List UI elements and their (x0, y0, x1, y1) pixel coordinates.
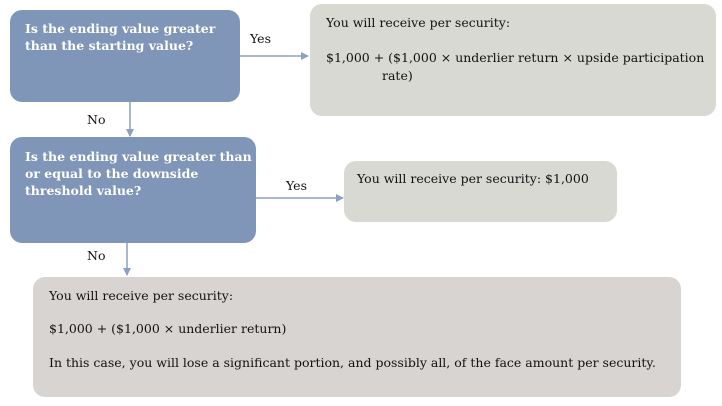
outcome-box-upside: You will receive per security: $1,000 + … (310, 4, 716, 116)
yes-label-2: Yes (286, 178, 307, 193)
yes-label-1: Yes (250, 31, 271, 46)
question-1-text: Is the ending value greater than the sta… (25, 21, 216, 53)
outcome-upside-formula-line1: $1,000 + ($1,000 × underlier return × up… (326, 50, 705, 65)
question-box-2: Is the ending value greater than or equa… (10, 137, 256, 243)
outcome-downside-heading: You will receive per security: (49, 288, 234, 303)
outcome-box-downside: You will receive per security: $1,000 + … (33, 277, 681, 397)
outcome-downside-formula: $1,000 + ($1,000 × underlier return) (49, 321, 287, 336)
outcome-box-par: You will receive per security: $1,000 (344, 161, 617, 222)
outcome-downside-note: In this case, you will lose a significan… (49, 355, 656, 370)
question-box-1: Is the ending value greater than the sta… (10, 10, 240, 102)
question-2-text: Is the ending value greater than or equa… (25, 149, 252, 198)
outcome-upside-heading: You will receive per security: (326, 15, 511, 30)
outcome-upside-formula-line2: rate) (382, 68, 413, 83)
outcome-par-text: You will receive per security: $1,000 (357, 171, 589, 186)
no-label-1: No (87, 112, 106, 127)
no-label-2: No (87, 248, 106, 263)
